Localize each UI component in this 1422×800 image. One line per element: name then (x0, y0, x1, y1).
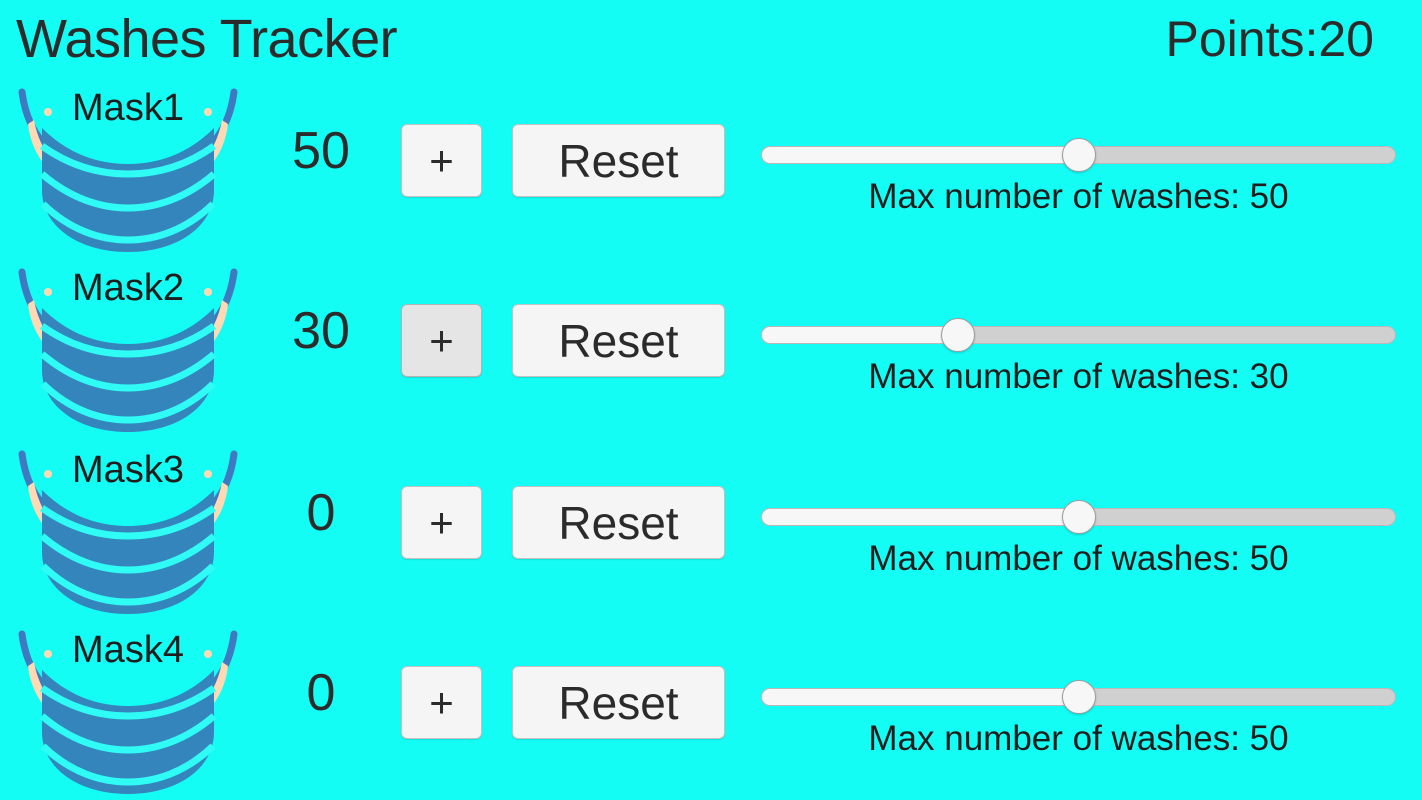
mask-label: Mask3 (72, 449, 184, 491)
slider-fill (761, 688, 1079, 706)
wash-count: 0 (306, 484, 336, 542)
increment-button[interactable]: + (401, 124, 482, 197)
mask-row: Mask3 0 + Reset Max number of washes: 50 (0, 434, 1422, 614)
mask-icon-cell: Mask1 (8, 80, 248, 252)
max-washes-caption: Max number of washes: 50 (868, 539, 1289, 578)
mask-row: Mask1 50 + Reset Max number of washes: 5… (0, 72, 1422, 252)
max-washes-caption: Max number of washes: 30 (868, 357, 1289, 396)
face-mask-icon (18, 88, 238, 252)
wash-count: 50 (292, 122, 350, 180)
wash-count: 30 (292, 302, 350, 360)
slider-fill (761, 508, 1079, 526)
face-mask-icon (18, 268, 238, 432)
reset-button[interactable]: Reset (512, 486, 725, 559)
max-washes-slider[interactable] (761, 318, 1396, 352)
max-washes-slider-cell: Max number of washes: 30 (761, 252, 1396, 432)
page-title: Washes Tracker (16, 9, 398, 69)
reset-button[interactable]: Reset (512, 666, 725, 739)
face-mask-icon (18, 450, 238, 614)
app-header: Washes Tracker Points:20 (0, 0, 1422, 78)
increment-button[interactable]: + (401, 304, 482, 377)
max-washes-slider-cell: Max number of washes: 50 (761, 72, 1396, 252)
slider-thumb[interactable] (1061, 138, 1096, 172)
reset-button[interactable]: Reset (512, 304, 725, 377)
slider-thumb[interactable] (1061, 680, 1096, 714)
mask-icon-cell: Mask4 (8, 622, 248, 794)
wash-count: 0 (306, 664, 336, 722)
max-washes-caption: Max number of washes: 50 (868, 177, 1289, 216)
points-counter: Points:20 (1165, 11, 1374, 67)
mask-icon-cell: Mask3 (8, 442, 248, 614)
mask-row: Mask4 0 + Reset Max number of washes: 50 (0, 614, 1422, 794)
slider-fill (761, 146, 1079, 164)
mask-label: Mask2 (72, 267, 184, 309)
face-mask-icon (18, 630, 238, 794)
max-washes-slider[interactable] (761, 680, 1396, 714)
mask-label: Mask1 (72, 87, 184, 129)
slider-thumb[interactable] (940, 318, 975, 352)
reset-button[interactable]: Reset (512, 124, 725, 197)
mask-label: Mask4 (72, 629, 184, 671)
increment-button[interactable]: + (401, 666, 482, 739)
slider-fill (761, 326, 958, 344)
max-washes-slider[interactable] (761, 500, 1396, 534)
mask-row: Mask2 30 + Reset Max number of washes: 3… (0, 252, 1422, 432)
mask-icon-cell: Mask2 (8, 260, 248, 432)
max-washes-slider[interactable] (761, 138, 1396, 172)
max-washes-caption: Max number of washes: 50 (868, 719, 1289, 758)
increment-button[interactable]: + (401, 486, 482, 559)
slider-thumb[interactable] (1061, 500, 1096, 534)
max-washes-slider-cell: Max number of washes: 50 (761, 614, 1396, 794)
max-washes-slider-cell: Max number of washes: 50 (761, 434, 1396, 614)
